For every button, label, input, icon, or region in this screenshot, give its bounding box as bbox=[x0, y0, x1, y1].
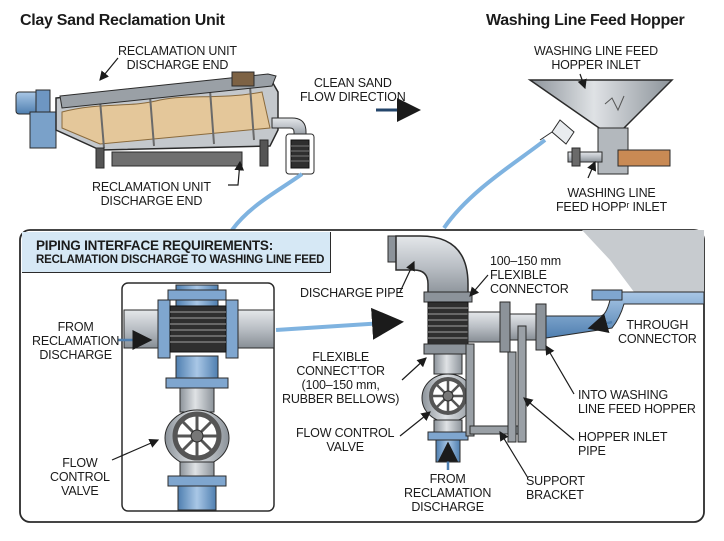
banner-line-1: PIPING INTERFACE REQUIREMENTS: bbox=[36, 238, 274, 253]
reclamation-unit bbox=[15, 71, 315, 175]
label-discharge-pipe: DISCHARGE PIPE bbox=[300, 286, 404, 300]
feed-hopper-title: Washing Line Feed Hopper bbox=[486, 12, 685, 29]
main-piping bbox=[387, 235, 705, 463]
feed-hopper bbox=[527, 79, 674, 175]
inset-detail bbox=[121, 282, 275, 512]
requirements-banner: PIPING INTERFACE REQUIREMENTS: RECLAMATI… bbox=[22, 232, 331, 273]
reclamation-unit-title: Clay Sand Reclamation Unit bbox=[20, 12, 225, 29]
banner-line-2: RECLAMATION DISCHARGE TO WASHING LINE FE… bbox=[36, 254, 325, 266]
